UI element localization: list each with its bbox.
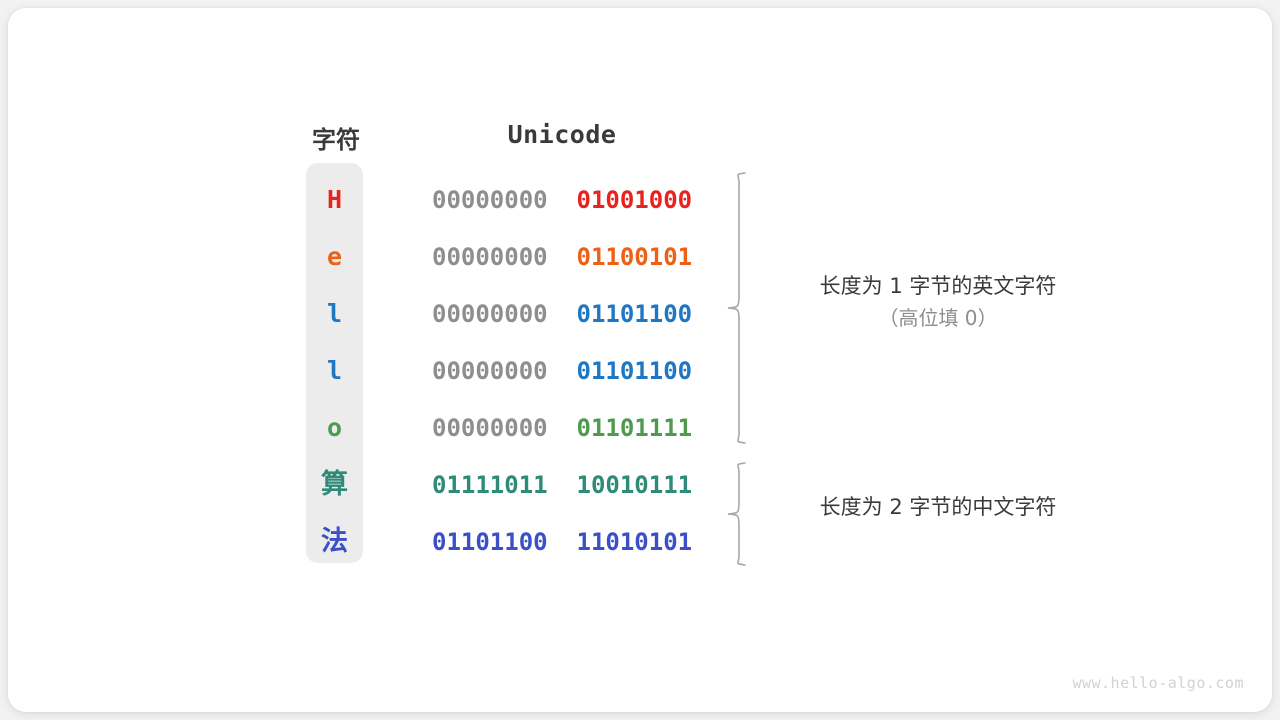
unicode-high-byte: 00000000 <box>432 414 548 442</box>
unicode-high-byte: 01111011 <box>432 471 548 499</box>
unicode-low-byte: 01101111 <box>576 414 693 442</box>
character-cell: H <box>326 185 343 214</box>
character-cell: 算 <box>321 469 348 500</box>
unicode-low-byte: 01001000 <box>576 186 693 214</box>
figure-card: 字符 Unicode H 00000000 01001000 e 00000000 0… <box>8 8 1272 712</box>
unicode-high-byte: 00000000 <box>432 243 548 271</box>
column-header-character: 字符 <box>312 126 360 154</box>
annotation-one-byte-sub: （高位填 0） <box>878 305 998 330</box>
site-watermark: www.hello-algo.com <box>1072 674 1244 692</box>
unicode-bits-cell: 00000000 01101111 <box>432 408 692 448</box>
unicode-bits-cell: 00000000 01001000 <box>432 180 692 220</box>
brace-two-byte-group <box>727 462 746 566</box>
annotation-two-byte: 长度为 2 字节的中文字符 <box>768 491 1108 524</box>
annotation-one-byte-main: 长度为 1 字节的英文字符 <box>819 274 1057 298</box>
unicode-low-byte: 11010101 <box>576 528 693 556</box>
unicode-bits-cell: 00000000 01101100 <box>432 351 692 391</box>
character-cell: 法 <box>321 526 348 557</box>
character-cell: l <box>326 299 343 328</box>
unicode-low-byte: 01100101 <box>576 243 693 271</box>
unicode-encoding-diagram: 字符 Unicode H 00000000 01001000 e 00000000 0… <box>8 8 1272 712</box>
unicode-bits-cell: 00000000 01101100 <box>432 294 692 334</box>
unicode-low-byte: 01101100 <box>576 300 693 328</box>
unicode-high-byte: 00000000 <box>432 300 548 328</box>
column-header-unicode: Unicode <box>507 120 617 149</box>
brace-one-byte-group <box>727 172 746 444</box>
annotation-two-byte-main: 长度为 2 字节的中文字符 <box>819 495 1057 519</box>
unicode-bits-cell: 00000000 01100101 <box>432 237 692 277</box>
character-cell: l <box>326 356 343 385</box>
unicode-high-byte: 00000000 <box>432 357 548 385</box>
character-cell: o <box>326 413 343 442</box>
character-cell: e <box>326 242 343 271</box>
unicode-low-byte: 01101100 <box>576 357 693 385</box>
unicode-high-byte: 00000000 <box>432 186 548 214</box>
unicode-bits-cell: 01111011 10010111 <box>432 465 692 505</box>
unicode-bits-cell: 01101100 11010101 <box>432 522 692 562</box>
unicode-high-byte: 01101100 <box>432 528 548 556</box>
annotation-one-byte: 长度为 1 字节的英文字符 （高位填 0） <box>768 270 1108 334</box>
character-column-background <box>306 163 363 563</box>
unicode-low-byte: 10010111 <box>576 471 693 499</box>
